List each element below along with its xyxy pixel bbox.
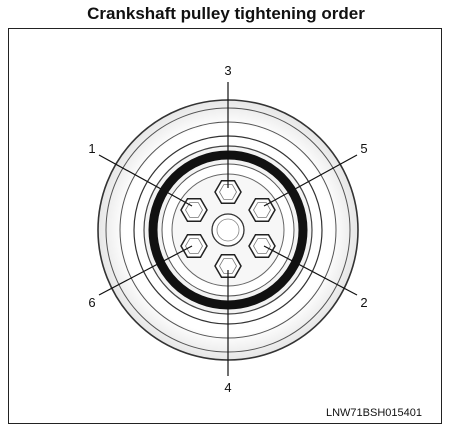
figure-code: LNW71BSH015401 <box>326 407 422 419</box>
bolt-1 <box>180 197 208 223</box>
leader-lines <box>98 82 358 376</box>
bolt-label-2: 2 <box>360 295 367 310</box>
leader-line-6 <box>98 245 193 296</box>
bolt-6 <box>180 233 208 259</box>
bolt-group <box>180 179 276 279</box>
diagram-title: Crankshaft pulley tightening order <box>87 4 365 23</box>
bolt-label-1: 1 <box>88 141 95 156</box>
bolt-3 <box>214 179 242 205</box>
bolt-label-5: 5 <box>360 141 367 156</box>
leader-line-2 <box>263 245 358 296</box>
bolt-4 <box>214 253 242 279</box>
leader-line-1 <box>98 154 193 207</box>
bolt-5 <box>248 197 276 223</box>
leader-line-5 <box>263 154 358 207</box>
bolt-2 <box>248 233 276 259</box>
bolt-label-6: 6 <box>88 295 95 310</box>
bolt-label-3: 3 <box>224 63 231 78</box>
bolt-label-4: 4 <box>224 380 231 395</box>
